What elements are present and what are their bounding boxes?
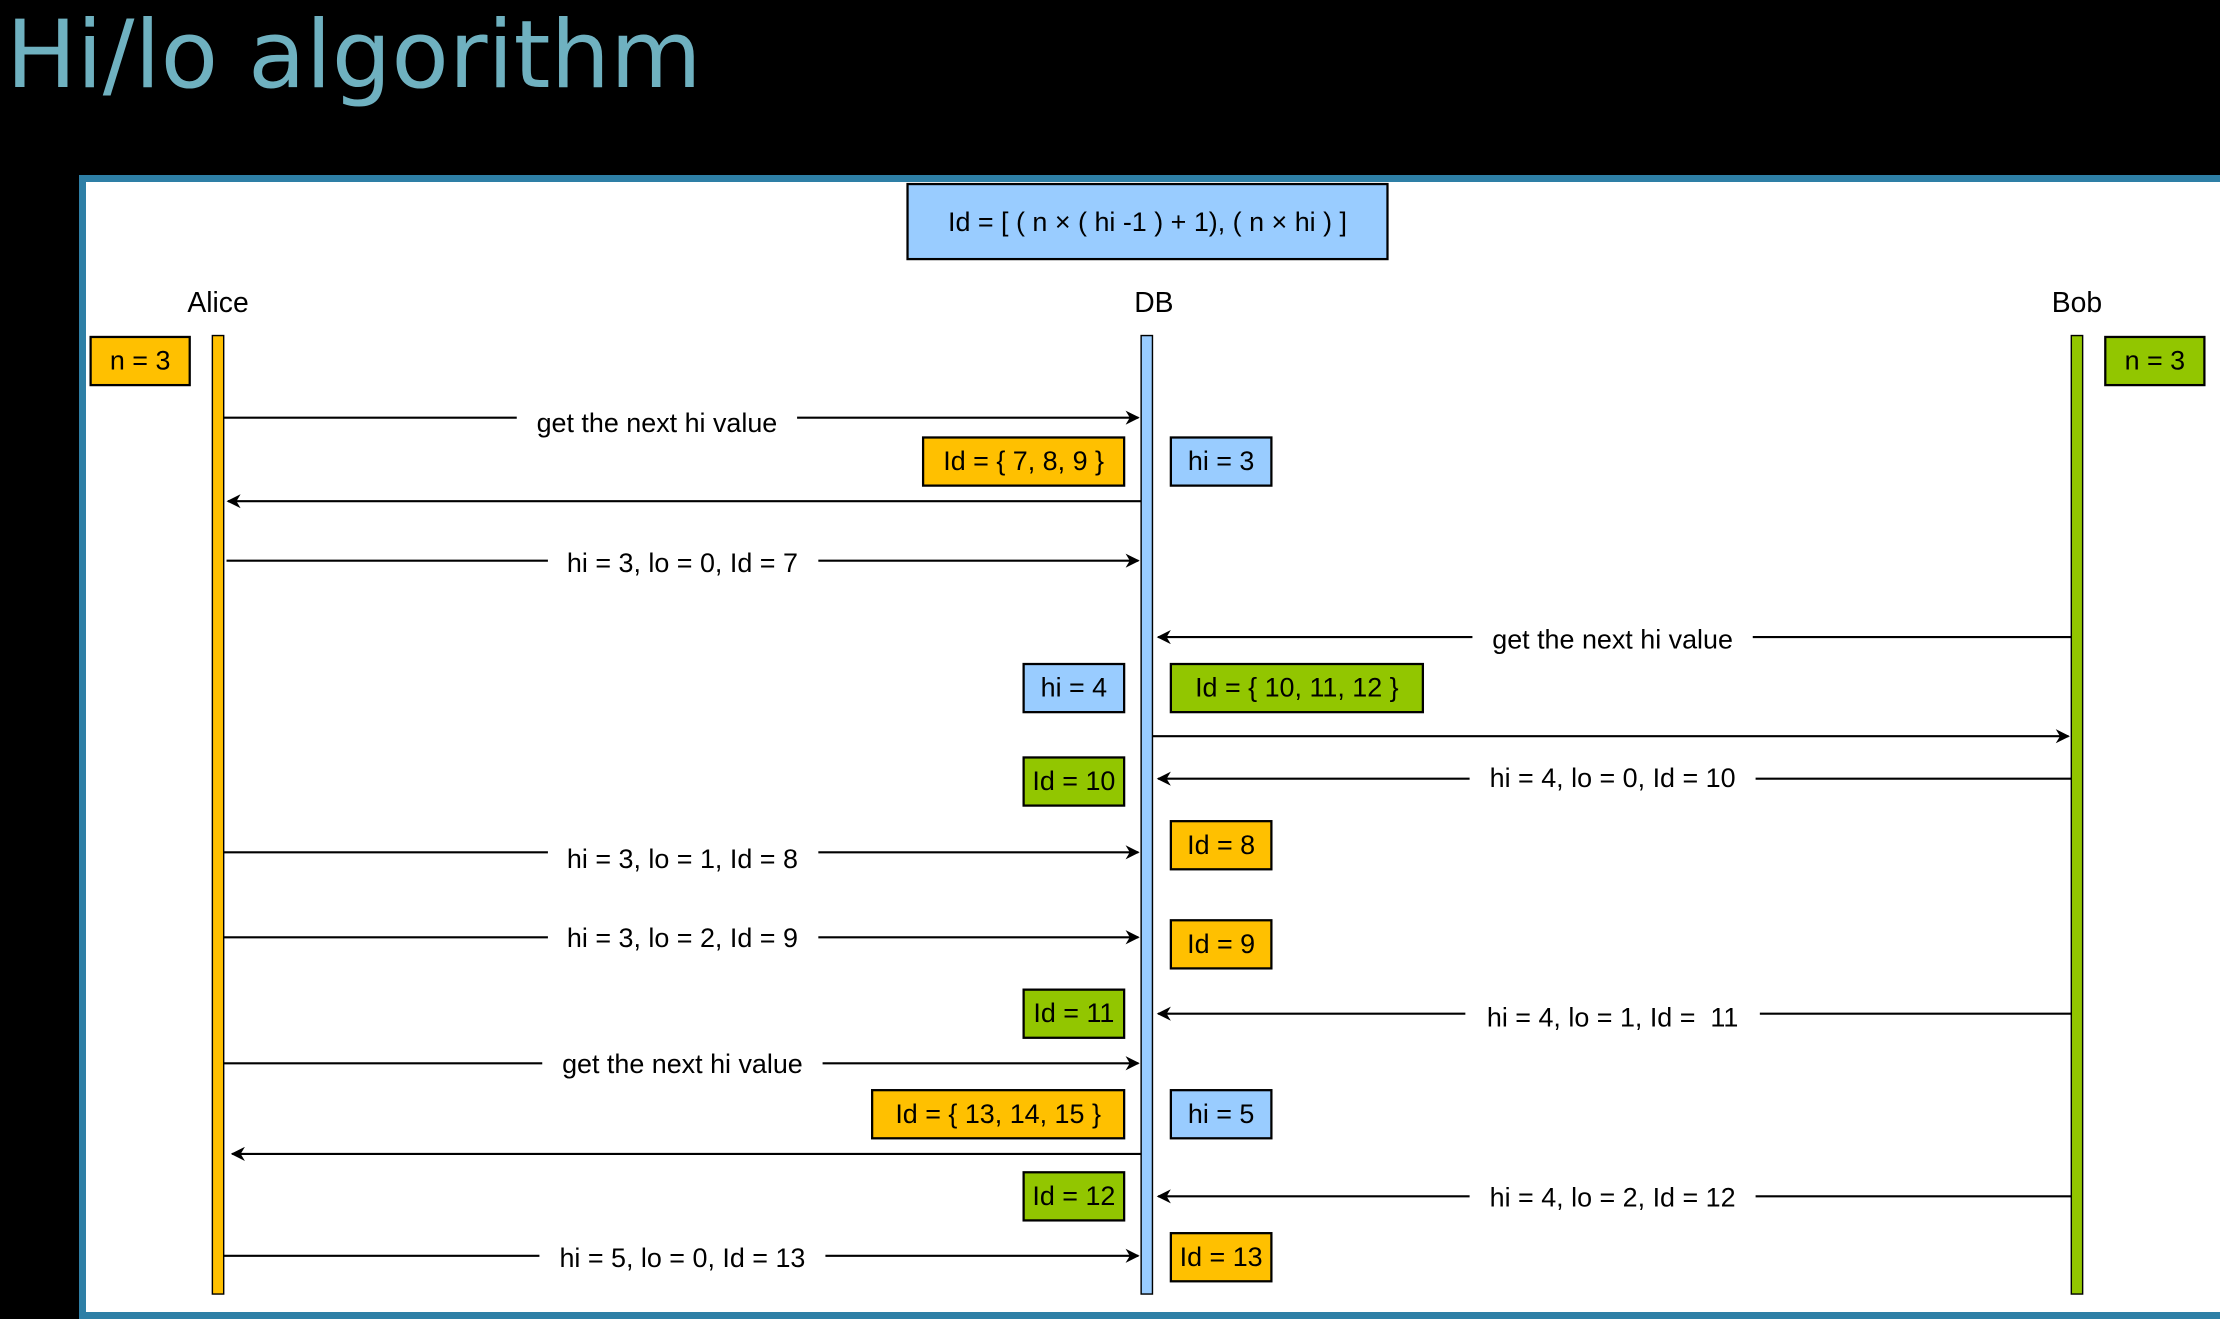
svg-text:Id = 13: Id = 13 [1180,1242,1263,1272]
svg-text:hi = 5: hi = 5 [1188,1099,1255,1129]
formula-text: Id = [ ( n × ( hi -1 ) + 1), ( n × hi ) … [948,207,1347,237]
message-10: get the next hi value [223,1049,1140,1084]
formula-box: Id = [ ( n × ( hi -1 ) + 1), ( n × hi ) … [906,182,1389,261]
note-alice-id-9: Id = 9 [1169,919,1273,970]
svg-text:Id = { 7, 8, 9 }: Id = { 7, 8, 9 } [943,446,1104,476]
message-13: hi = 5, lo = 0, Id = 13 [223,1243,1140,1278]
svg-text:get the next hi value: get the next hi value [1492,624,1733,654]
note-alice-range-1: Id = { 7, 8, 9 } [921,436,1126,487]
note-bob-id-11: Id = 11 [1022,988,1126,1039]
participant-alice: Alice [187,286,248,318]
lifeline-bob [2070,334,2084,1295]
note-bob-n: n = 3 [2104,335,2206,387]
message-4: get the next hi value [1156,622,2072,657]
note-db-hi-4: hi = 4 [1022,662,1126,714]
note-alice-n: n = 3 [89,335,191,387]
note-bob-range-1: Id = { 10, 11, 12 } [1169,662,1425,714]
svg-text:hi = 4, lo = 0, Id = 10: hi = 4, lo = 0, Id = 10 [1490,763,1736,793]
lifeline-db [1140,334,1154,1295]
svg-text:n = 3: n = 3 [110,346,171,376]
svg-text:Id = 12: Id = 12 [1032,1181,1115,1211]
message-7: hi = 3, lo = 1, Id = 8 [223,842,1140,877]
svg-text:Id = { 10, 11, 12 }: Id = { 10, 11, 12 } [1195,673,1399,703]
page-title: Hi/lo algorithm [6,1,702,110]
svg-text:get the next hi value: get the next hi value [562,1049,803,1079]
message-1: get the next hi value [223,406,1140,441]
svg-text:hi = 5, lo = 0, Id = 13: hi = 5, lo = 0, Id = 13 [559,1243,805,1273]
svg-text:hi = 4, lo = 2, Id = 12: hi = 4, lo = 2, Id = 12 [1490,1182,1736,1212]
svg-text:hi = 4: hi = 4 [1041,673,1108,703]
svg-text:hi = 3, lo = 1, Id = 8: hi = 3, lo = 1, Id = 8 [567,844,798,874]
note-db-hi-3: hi = 3 [1169,436,1273,487]
svg-text:hi = 3, lo = 0, Id = 7: hi = 3, lo = 0, Id = 7 [567,548,798,578]
note-alice-range-2: Id = { 13, 14, 15 } [871,1089,1126,1140]
svg-text:Id = { 13, 14, 15 }: Id = { 13, 14, 15 } [895,1099,1101,1129]
note-alice-id-13: Id = 13 [1169,1232,1273,1283]
message-12: hi = 4, lo = 2, Id = 12 [1156,1182,2072,1217]
svg-text:hi = 3, lo = 2, Id = 9: hi = 3, lo = 2, Id = 9 [567,923,798,953]
note-alice-id-8: Id = 8 [1169,820,1273,871]
svg-text:Id = 10: Id = 10 [1032,766,1115,796]
participant-bob: Bob [2052,286,2102,318]
note-bob-id-10: Id = 10 [1022,756,1126,807]
svg-text:Id = 8: Id = 8 [1187,830,1255,860]
note-db-hi-5: hi = 5 [1169,1089,1273,1140]
svg-text:hi = 4, lo = 1, Id = 11: hi = 4, lo = 1, Id = 11 [1487,1002,1738,1032]
message-9: hi = 4, lo = 1, Id = 11 [1156,1000,2072,1035]
svg-text:hi = 3: hi = 3 [1188,446,1255,476]
message-8: hi = 3, lo = 2, Id = 9 [223,923,1140,958]
note-bob-id-12: Id = 12 [1022,1171,1126,1222]
svg-text:Id = 9: Id = 9 [1187,929,1255,959]
participant-db: DB [1134,286,1173,318]
message-6: hi = 4, lo = 0, Id = 10 [1156,763,2072,798]
svg-text:Id = 11: Id = 11 [1033,998,1114,1028]
svg-text:get the next hi value: get the next hi value [537,408,778,438]
lifeline-alice [211,334,225,1295]
scale-wrapper: Id = [ ( n × ( hi -1 ) + 1), ( n × hi ) … [89,182,2206,1295]
message-3: hi = 3, lo = 0, Id = 7 [226,547,1140,582]
svg-text:n = 3: n = 3 [2125,346,2186,376]
